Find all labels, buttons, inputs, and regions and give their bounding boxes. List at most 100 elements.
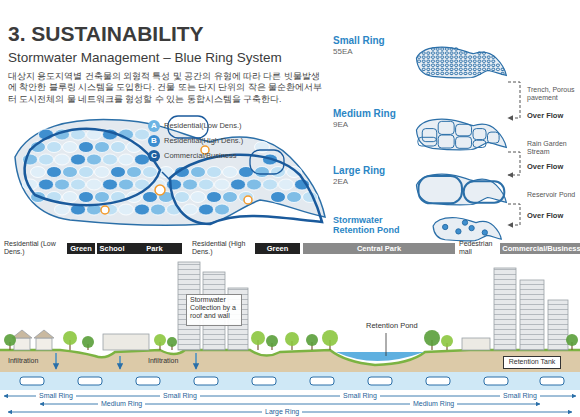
land-parcel xyxy=(31,167,46,178)
ring-thumbnail xyxy=(438,135,454,148)
ring-thumbnail xyxy=(450,60,453,62)
ring-thumbnail xyxy=(450,64,453,66)
building xyxy=(14,338,30,350)
ring-thumbnail xyxy=(464,181,505,202)
building xyxy=(520,280,544,350)
ring-thumbnail xyxy=(441,72,444,74)
building xyxy=(36,338,52,350)
ring-label: Medium Ring xyxy=(410,400,457,407)
land-parcel xyxy=(207,167,222,178)
ring-thumbnail xyxy=(438,121,454,134)
land-parcel xyxy=(207,192,222,203)
ring-thumbnail xyxy=(427,56,430,58)
legend-letter: A xyxy=(148,120,160,132)
tree xyxy=(285,332,299,346)
land-parcel xyxy=(47,142,62,153)
tree xyxy=(167,337,177,350)
tree xyxy=(82,336,94,350)
retention-circle xyxy=(101,146,252,214)
retention-circle xyxy=(101,206,109,214)
node-text: Central Park xyxy=(305,243,453,254)
land-parcel xyxy=(287,192,302,203)
node-text: Stormwater Collection by a roof and wall xyxy=(190,296,238,320)
ring-thumbnail xyxy=(464,68,467,70)
ring-thumbnail xyxy=(432,56,435,58)
land-parcel xyxy=(191,192,206,203)
ring-thumbnail xyxy=(436,56,439,58)
ring-thumbnail xyxy=(436,60,439,62)
land-parcel xyxy=(223,192,238,203)
ring-thumbnail xyxy=(473,72,476,74)
ring-label: Medium Ring xyxy=(98,400,145,407)
tree xyxy=(424,330,440,346)
zone-label: Pedestrian mall xyxy=(459,240,499,255)
ring-item: Small Ring55EA xyxy=(333,35,508,90)
land-parcel xyxy=(199,179,214,190)
ring-label: Small Ring xyxy=(160,392,200,399)
building xyxy=(494,268,516,350)
land-parcel xyxy=(167,179,182,190)
ring-thumbnail xyxy=(455,56,458,58)
ring-thumbnail xyxy=(436,48,439,50)
ring-thumbnail xyxy=(445,56,448,58)
ring-count: 2EA xyxy=(333,177,508,186)
zone-label: Residential (Low Dens.) xyxy=(4,240,64,255)
callout-label: Infiltration xyxy=(148,357,178,365)
ring-tank xyxy=(194,377,218,385)
land-parcel xyxy=(255,167,270,178)
tree xyxy=(63,331,77,350)
retention-circle xyxy=(155,185,165,195)
ring-thumbnail xyxy=(473,56,476,58)
ring-thumbnail xyxy=(418,137,437,146)
ring-thumbnail xyxy=(469,225,474,230)
tree xyxy=(566,334,578,346)
ring-thumbnail xyxy=(432,68,435,70)
land-parcel xyxy=(79,167,94,178)
ring-thumbnail xyxy=(450,52,453,54)
land-parcel xyxy=(231,179,246,190)
ring-thumbnail xyxy=(432,52,435,54)
edge-label: Over Flow xyxy=(527,112,563,120)
land-parcel xyxy=(215,179,230,190)
ring-tank xyxy=(78,377,102,385)
ring-thumbnail xyxy=(469,60,472,62)
node-text: School xyxy=(99,243,125,254)
ring-thumbnail xyxy=(455,68,458,70)
zone-band: School xyxy=(97,243,127,254)
tree xyxy=(251,331,265,350)
ring-thumbnail xyxy=(473,60,476,62)
ring-thumbnail xyxy=(422,60,425,62)
building xyxy=(462,338,490,350)
ring-thumbnail xyxy=(473,64,476,66)
ring-thumbnail xyxy=(492,64,495,66)
ring-thumbnail xyxy=(487,56,490,58)
node-text: Retention Tank xyxy=(507,358,557,366)
tree xyxy=(266,335,278,347)
ring-thumbnail xyxy=(492,56,495,58)
node-text: Commercial/Business xyxy=(502,243,580,254)
section-ground xyxy=(0,350,580,365)
ring-thumbnail xyxy=(459,68,462,70)
ring-thumbnail xyxy=(416,47,506,78)
ring-tank xyxy=(252,377,276,385)
land-parcel xyxy=(79,142,94,153)
ring-thumbnail xyxy=(456,229,461,234)
ring-thumbnail xyxy=(469,64,472,66)
site-map xyxy=(15,116,325,225)
ring-thumbnail xyxy=(487,60,490,62)
building xyxy=(12,262,568,350)
ring-outline xyxy=(170,155,322,224)
infiltration-arrow xyxy=(56,353,196,369)
zone-band: Green xyxy=(255,243,300,254)
ring-thumbnail xyxy=(416,119,506,150)
ring-tank xyxy=(540,377,564,385)
water-band xyxy=(0,372,580,390)
ring-thumbnail xyxy=(445,48,448,50)
legend-text: Residential(Low Dens.) xyxy=(164,122,242,130)
land-parcel xyxy=(111,167,126,178)
tree xyxy=(266,335,278,350)
ring-name: Medium Ring xyxy=(333,108,508,120)
ring-thumbnail xyxy=(441,48,444,50)
land-parcel xyxy=(143,167,158,178)
ring-thumbnail xyxy=(483,68,486,70)
